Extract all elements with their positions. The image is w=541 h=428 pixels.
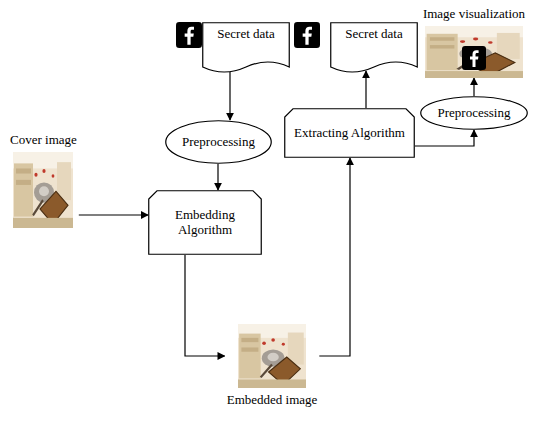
node-label: Secret data [334, 27, 414, 42]
facebook-icon [176, 22, 202, 48]
document-shape: Secret data [330, 22, 418, 77]
node-label: Image visualization [421, 6, 527, 23]
flow-arrow [415, 130, 474, 146]
shape-border [331, 23, 418, 72]
flow-arrow [229, 72, 230, 120]
node-label: Preprocessing [182, 135, 255, 150]
flow-arrow [185, 255, 225, 356]
image-panel: Image visualization [421, 6, 527, 78]
image-panel: Cover image [8, 132, 79, 228]
node-label: Embedding Algorithm [156, 208, 254, 238]
image-panel: Embedded image [225, 324, 320, 409]
flow-arrow [365, 71, 366, 108]
document-shape: Secret data [202, 22, 290, 77]
shape-border [166, 121, 272, 164]
process-ellipse: Preprocessing [420, 96, 528, 130]
shape-border [421, 97, 528, 130]
flow-arrow [217, 164, 218, 190]
shape-border [203, 23, 290, 72]
flow-arrow [473, 78, 474, 96]
algorithm-box: Embedding Algorithm [148, 190, 262, 255]
photo-illustration [13, 152, 73, 228]
node-label: Cover image [8, 132, 79, 149]
process-ellipse: Preprocessing [165, 120, 272, 164]
shape-border [285, 109, 415, 158]
algorithm-box: Extracting Algorithm [284, 108, 415, 158]
shape-border [149, 191, 262, 255]
node-label: Extracting Algorithm [292, 126, 407, 141]
node-label: Embedded image [225, 392, 320, 409]
facebook-icon [294, 22, 320, 48]
flow-arrow [319, 158, 350, 356]
node-label: Secret data [206, 27, 286, 42]
photo-illustration [238, 324, 306, 388]
flow-arrow [79, 214, 148, 215]
node-label: Preprocessing [438, 106, 511, 121]
photo-illustration [425, 26, 523, 78]
